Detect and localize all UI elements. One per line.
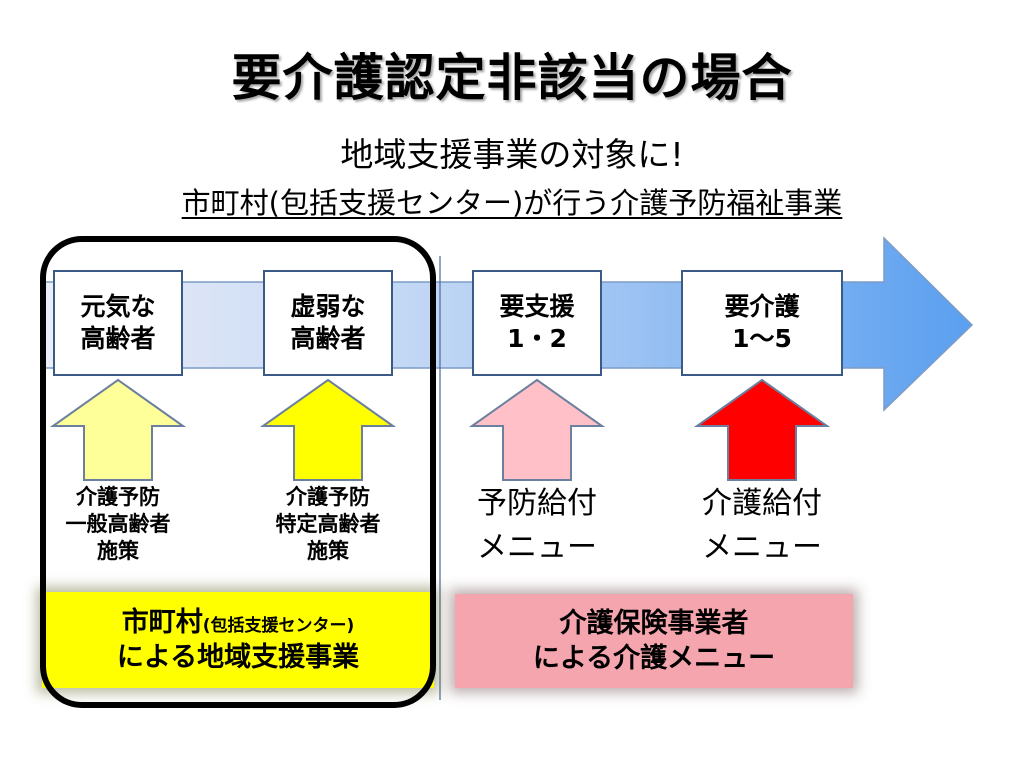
service-prevention-benefit-menu: 予防給付 メニュー: [477, 486, 597, 565]
up-arrow-care: [693, 378, 831, 481]
box-care-insurance-providers: 介護保険事業者 による介護メニュー: [455, 594, 853, 688]
box-municipal-community-support: 市町村(包括支援センター) による地域支援事業: [42, 592, 434, 688]
up-arrow-prevention: [468, 378, 606, 481]
subtitle-underlined: 市町村(包括支援センター)が行う介護予防福祉事業: [181, 186, 843, 220]
up-arrow-specified: [259, 378, 397, 481]
page-title: 要介護認定非該当の場合: [231, 49, 793, 107]
stage-healthy-elderly: 元気な高齢者: [53, 270, 183, 376]
service-specified-elderly: 介護予防 特定高齢者 施策: [275, 485, 381, 563]
highlight-frame: [40, 236, 436, 708]
stage-frail-elderly: 虚弱な高齢者: [263, 270, 393, 376]
service-general-elderly: 介護予防 一般高齢者 施策: [65, 485, 171, 563]
up-arrow-general: [49, 378, 187, 481]
service-care-benefit-menu: 介護給付 メニュー: [702, 486, 822, 565]
subtitle: 地域支援事業の対象に!: [340, 135, 684, 174]
